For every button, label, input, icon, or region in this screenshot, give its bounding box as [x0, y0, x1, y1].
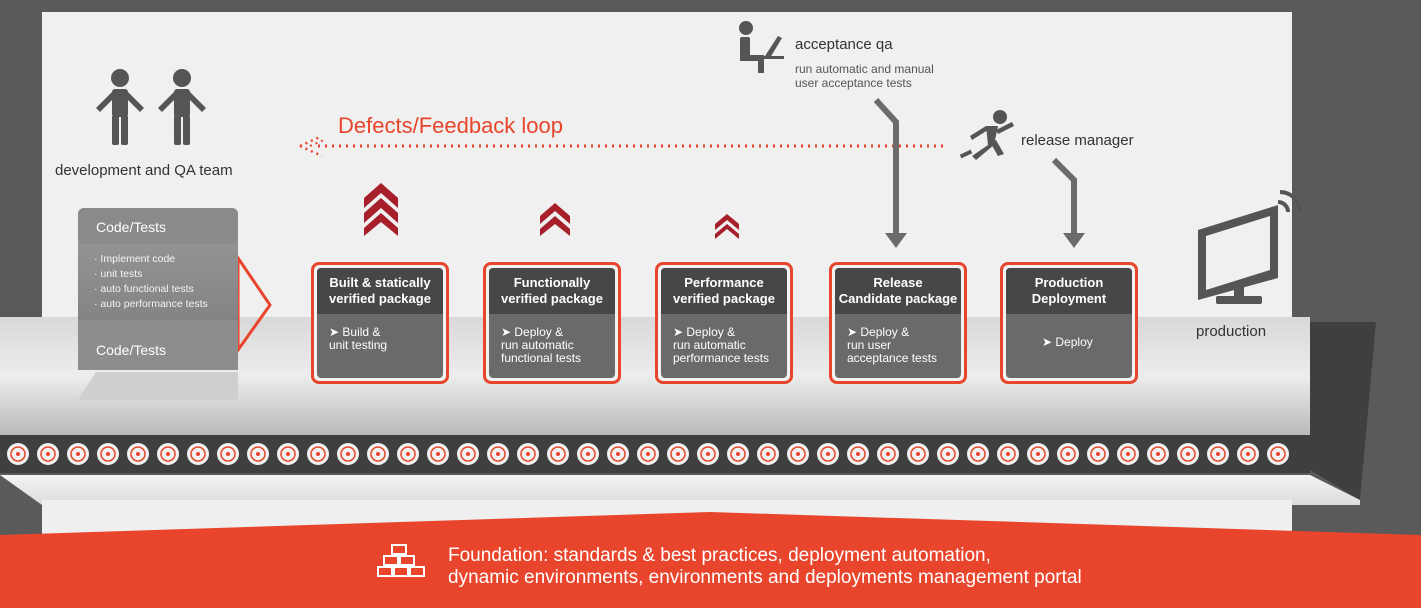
- acceptance-qa-icon: [739, 21, 784, 73]
- belt-wheel: [907, 443, 929, 465]
- feedback-loop-line: [299, 134, 945, 158]
- stage-detail: ➤ Deploy & run automatic functional test…: [501, 325, 582, 365]
- code-tests-item: · auto performance tests: [94, 298, 208, 310]
- release-arrow-head: [1063, 233, 1085, 248]
- belt-wheel: [1267, 443, 1289, 465]
- feedback-loop-label: Defects/Feedback loop: [338, 113, 564, 138]
- code-tests-card: [78, 208, 272, 400]
- belt-wheel: [847, 443, 869, 465]
- belt-wheel: [37, 443, 59, 465]
- bricks-icon: [377, 544, 425, 577]
- stage-title: Production Deployment: [1006, 268, 1132, 314]
- belt-wheel: [7, 443, 29, 465]
- belt-wheel: [367, 443, 389, 465]
- belt-wheel: [967, 443, 989, 465]
- belt-wheel: [547, 443, 569, 465]
- foundation-banner: [0, 512, 1421, 608]
- belt-wheel: [877, 443, 899, 465]
- belt-wheel: [727, 443, 749, 465]
- code-tests-item: · unit tests: [94, 268, 143, 280]
- chevron-up-medium-icon: [540, 203, 570, 236]
- qa-engineer-icon: [158, 69, 206, 145]
- belt-wheel: [517, 443, 539, 465]
- belt-wheel: [127, 443, 149, 465]
- chevron-up-large-icon: [364, 183, 398, 236]
- developer-icon: [96, 69, 144, 145]
- belt-wheel: [1117, 443, 1139, 465]
- belt-wheel: [697, 443, 719, 465]
- belt-floor: [0, 475, 1360, 505]
- belt-wheel: [307, 443, 329, 465]
- stage-detail: ➤ Deploy: [1042, 335, 1093, 349]
- stage-performance: Performance verified package ➤ Deploy & …: [655, 262, 793, 384]
- chevron-up-small-icon: [715, 214, 739, 239]
- code-tests-title: Code/Tests: [96, 219, 167, 235]
- belt-wheel: [997, 443, 1019, 465]
- belt-wheel: [487, 443, 509, 465]
- belt-wheel: [337, 443, 359, 465]
- belt-wheel: [277, 443, 299, 465]
- acceptance-qa-title: acceptance qa: [795, 36, 893, 53]
- belt-wheel: [217, 443, 239, 465]
- wireless-signal-icon: [1277, 190, 1302, 213]
- belt-wheel: [427, 443, 449, 465]
- belt-wheel: [1027, 443, 1049, 465]
- belt-wheel: [67, 443, 89, 465]
- code-tests-footer: Code/Tests: [96, 342, 167, 358]
- stage-production: Production Deployment ➤ Deploy: [1000, 262, 1138, 384]
- belt-wheel: [1087, 443, 1109, 465]
- belt-wheel: [247, 443, 269, 465]
- belt-end-wedge: [1310, 322, 1376, 500]
- belt-wheel: [97, 443, 119, 465]
- stage-functional: Functionally verified package ➤ Deploy &…: [483, 262, 621, 384]
- belt-wheel: [1147, 443, 1169, 465]
- belt-wheel: [937, 443, 959, 465]
- belt-wheel: [397, 443, 419, 465]
- foundation-text: Foundation: standards & best practices, …: [448, 545, 1082, 588]
- belt-wheel: [637, 443, 659, 465]
- code-tests-item: · Implement code: [94, 253, 176, 265]
- acceptance-arrow: [873, 97, 899, 235]
- production-label: production: [1196, 323, 1267, 340]
- release-arrow: [1051, 157, 1077, 235]
- stage-title: Functionally verified package: [489, 268, 615, 314]
- acceptance-qa-desc-2: user acceptance tests: [795, 76, 912, 90]
- release-manager-icon: [959, 110, 1014, 160]
- stage-detail: ➤ Build & unit testing: [329, 325, 388, 352]
- belt-wheel: [787, 443, 809, 465]
- belt-wheel: [1207, 443, 1229, 465]
- belt-wheel: [757, 443, 779, 465]
- belt-wheel: [1177, 443, 1199, 465]
- code-tests-item: · auto functional tests: [94, 283, 194, 295]
- stage-title: Release Candidate package: [835, 268, 961, 314]
- stage-title: Built & statically verified package: [317, 268, 443, 314]
- belt-wheel: [817, 443, 839, 465]
- belt-wheel: [577, 443, 599, 465]
- belt-wheels: [7, 443, 1289, 465]
- stage-title: Performance verified package: [661, 268, 787, 314]
- team-label: development and QA team: [55, 162, 233, 179]
- stage-detail: ➤ Deploy & run user acceptance tests: [847, 325, 938, 365]
- stage-detail: ➤ Deploy & run automatic performance tes…: [673, 325, 770, 365]
- belt-wheel: [667, 443, 689, 465]
- belt-wheel: [1237, 443, 1259, 465]
- release-manager-label: release manager: [1021, 132, 1134, 149]
- belt-wheel: [457, 443, 479, 465]
- code-tests-list: · Implement code · unit tests · auto fun…: [94, 252, 208, 312]
- belt-wheel: [187, 443, 209, 465]
- monitor-icon: [1198, 205, 1278, 304]
- acceptance-qa-desc-1: run automatic and manual: [795, 62, 934, 76]
- belt-wheel: [157, 443, 179, 465]
- belt-wheel: [607, 443, 629, 465]
- belt-wheel: [1057, 443, 1079, 465]
- stage-release-candidate: Release Candidate package ➤ Deploy & run…: [829, 262, 967, 384]
- acceptance-arrow-head: [885, 233, 907, 248]
- stage-build: Built & statically verified package ➤ Bu…: [311, 262, 449, 384]
